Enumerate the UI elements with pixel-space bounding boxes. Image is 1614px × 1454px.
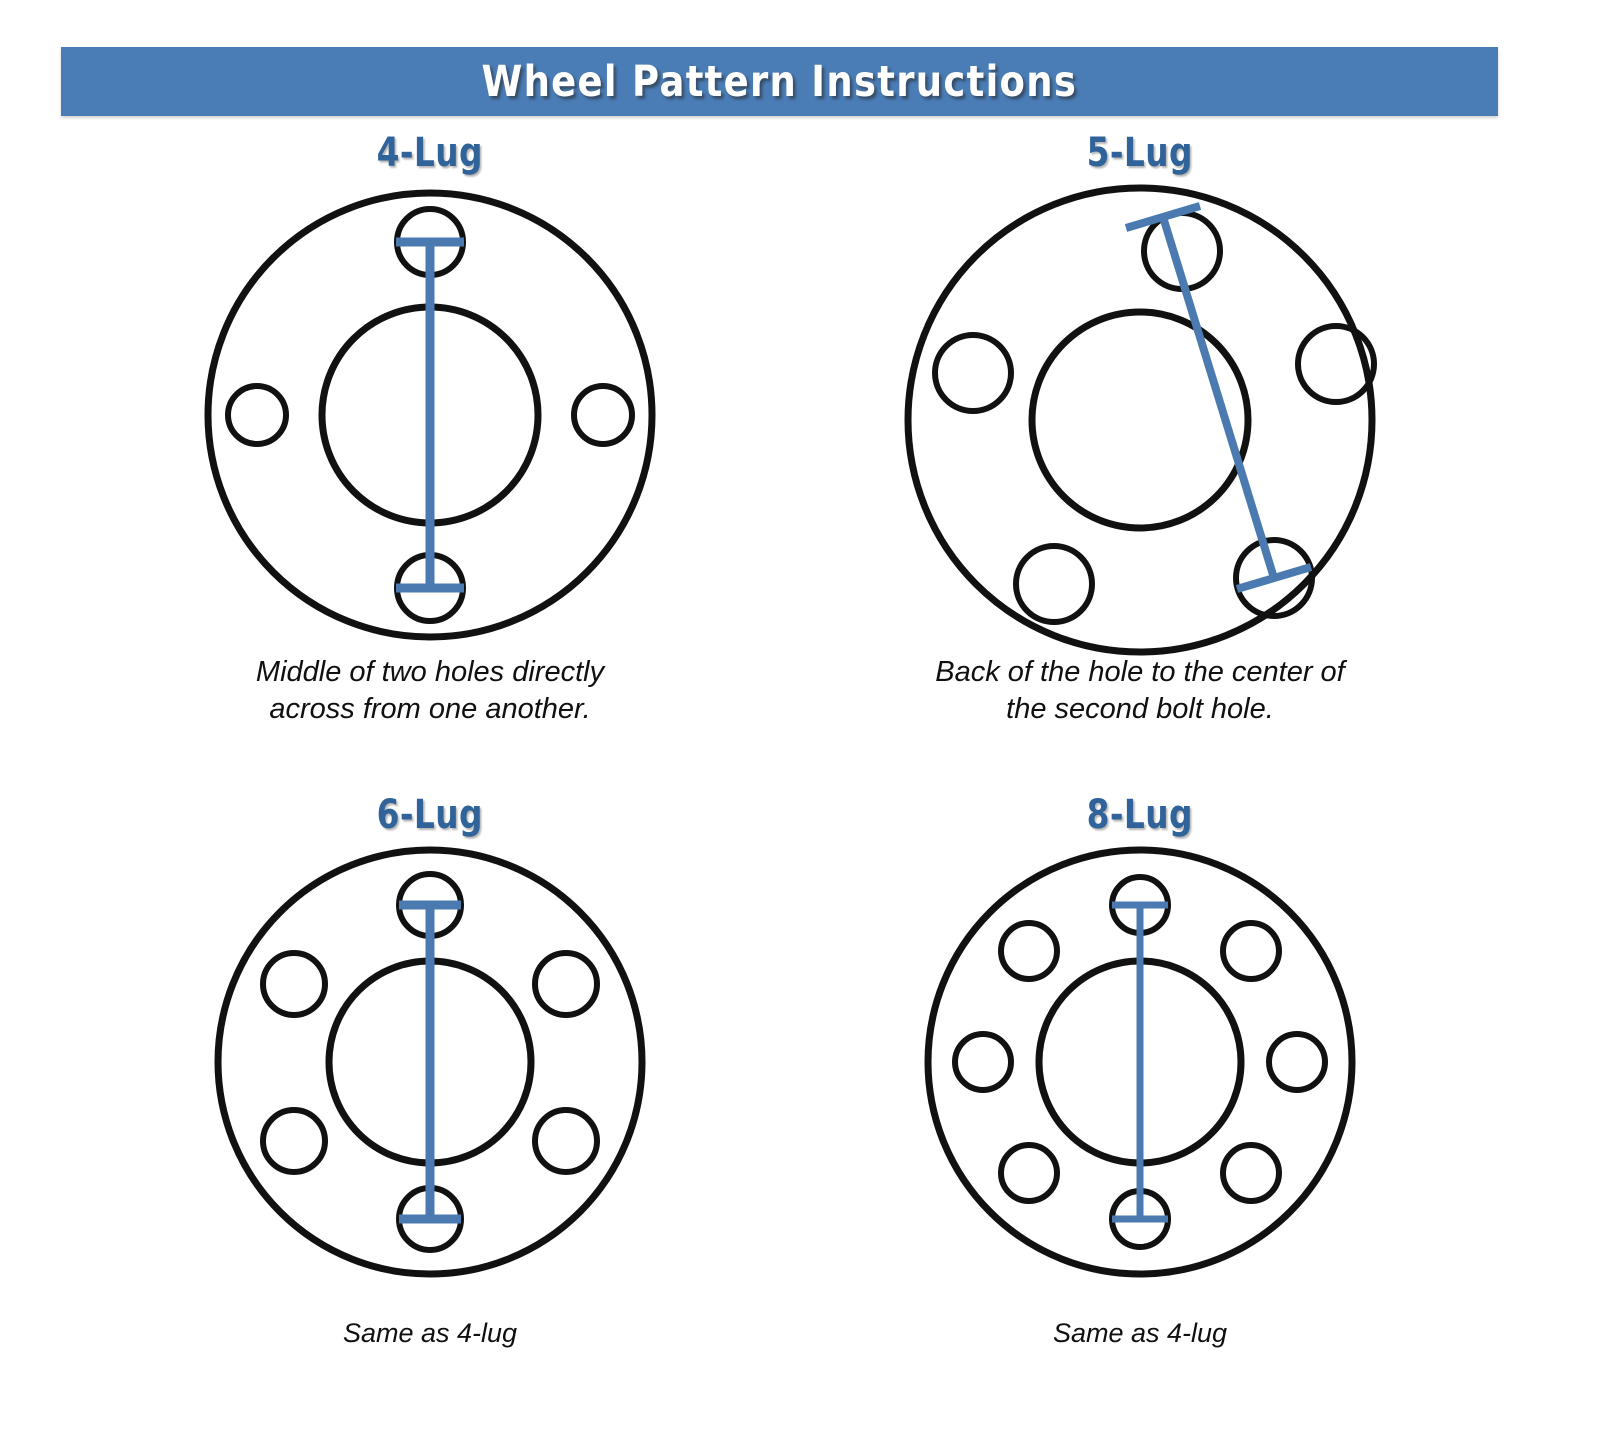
four-lug-title: 4-Lug [376, 130, 484, 176]
measurement-line [399, 900, 461, 1224]
outer-rim-circle [904, 184, 1376, 656]
lug-hole [1220, 1142, 1282, 1204]
eight-lug-wheel-wrap [890, 842, 1390, 1312]
five-lug-title: 5-Lug [1086, 130, 1194, 176]
lug-hole [260, 950, 328, 1018]
lug-hole [998, 920, 1060, 982]
lug-hole [1220, 920, 1282, 982]
four-lug-wheel-wrap [180, 180, 680, 650]
measurement-line [1112, 901, 1168, 1223]
eight-lug-title: 8-Lug [1086, 792, 1194, 838]
lug-hole [1295, 323, 1377, 405]
lug-hole [532, 1107, 600, 1175]
six-lug-title: 6-Lug [376, 792, 484, 838]
diagram-grid: 4-Lug Middle of two holes dir [0, 116, 1614, 1454]
page-title: Wheel Pattern Instructions [481, 56, 1078, 107]
five-lug-wheel-wrap [890, 180, 1390, 656]
lug-hole [932, 332, 1014, 414]
six-lug-caption: Same as 4-lug [342, 1318, 518, 1348]
lug-hole [532, 950, 600, 1018]
outer-rim-circle [924, 846, 1356, 1278]
outer-rim-circle [204, 189, 656, 641]
center-bore-circle [1028, 308, 1252, 532]
six-lug-diagram [214, 846, 646, 1278]
four-lug-diagram [204, 189, 656, 641]
panel-eight-lug: 8-Lug Same as 4-lug [790, 794, 1490, 1454]
six-lug-wheel-wrap [180, 842, 680, 1312]
lug-hole [225, 383, 289, 447]
panel-five-lug: 5-Lug Back of the hole to the center o [790, 132, 1490, 792]
lug-hole [260, 1107, 328, 1175]
measurement-cap-top [1124, 202, 1202, 232]
measurement-line [396, 237, 464, 593]
lug-hole [952, 1031, 1014, 1093]
five-lug-diagram [904, 184, 1377, 656]
lug-hole [1013, 543, 1095, 625]
lug-hole [1266, 1031, 1328, 1093]
lug-hole [998, 1142, 1060, 1204]
eight-lug-caption: Same as 4-lug [1052, 1318, 1228, 1348]
lug-hole [571, 383, 635, 447]
measurement-stem [1159, 215, 1278, 580]
header-banner: Wheel Pattern Instructions [61, 47, 1498, 116]
outer-rim-circle [214, 846, 646, 1278]
panel-six-lug: 6-Lug Same as 4-lug [80, 794, 780, 1454]
five-lug-caption: Back of the hole to the center of the se… [935, 656, 1345, 726]
eight-lug-diagram [924, 846, 1356, 1278]
panel-four-lug: 4-Lug Middle of two holes dir [80, 132, 780, 792]
four-lug-caption: Middle of two holes directly across from… [255, 656, 605, 726]
lug-hole [1233, 537, 1315, 619]
measurement-line [1124, 202, 1313, 593]
measurement-cap-bottom [1235, 563, 1313, 593]
